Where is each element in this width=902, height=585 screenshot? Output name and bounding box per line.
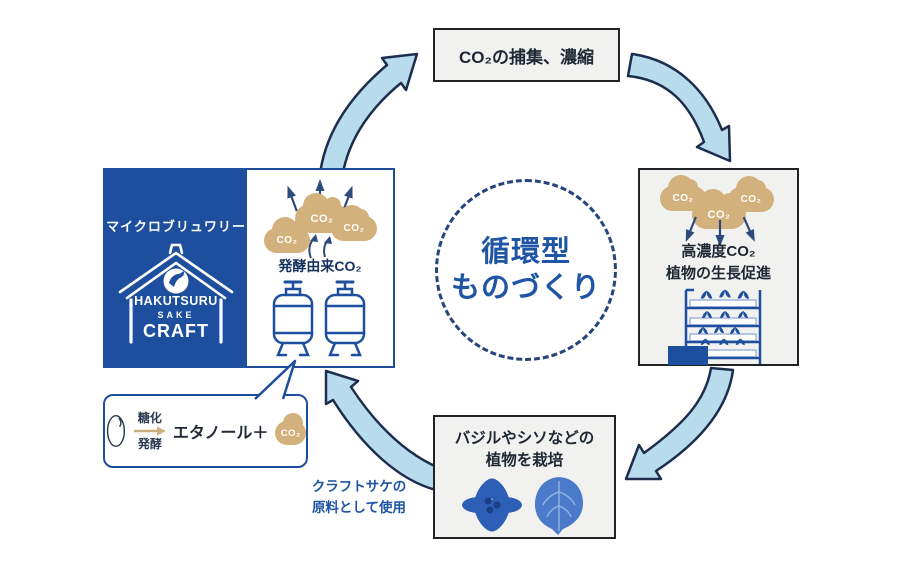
- cultivation-box: バジルやシソなどの 植物を栽培: [433, 415, 616, 539]
- roof-logo-icon: [118, 243, 234, 344]
- brewery-label: マイクロブリュワリー: [106, 219, 246, 234]
- cultivation-text: バジルやシソなどの 植物を栽培: [435, 428, 614, 473]
- co2-cloud-label: CO₂: [310, 212, 334, 225]
- co2-cloud: CO₂: [295, 193, 349, 233]
- ethanol-label: エタノール＋: [172, 425, 269, 442]
- co2-cloud: CO₂: [264, 217, 310, 253]
- cultivation-line2: 植物を栽培: [485, 452, 564, 470]
- co2-unit: [668, 346, 708, 365]
- cycle-arrow-left-to-top: [317, 52, 419, 188]
- caption-line1: クラフトサケの: [311, 479, 407, 494]
- co2-cloud-label: CO₂: [280, 427, 301, 439]
- cycle-arrow-top-to-right: [626, 52, 732, 163]
- saccharification-label: 糖化: [137, 411, 162, 425]
- rice-grain-icon: [106, 414, 126, 448]
- down-arrow-icon: [742, 216, 755, 242]
- right-arrow-icon: [133, 426, 166, 436]
- cycle-title-line2: ものづくり: [450, 272, 601, 304]
- cycle-arrow-bottom-to-left: [324, 369, 441, 492]
- plant-growth-line2: 植物の生長促進: [665, 264, 771, 282]
- up-arrow-icon: [287, 185, 298, 212]
- cycle-title-circle: 循環型 ものづくり: [435, 179, 617, 361]
- co2-cloud: CO₂: [728, 176, 774, 212]
- co2-capture-box: CO₂の捕集、濃縮: [433, 28, 620, 82]
- fermentation-process-bubble: 糖化 発酵 エタノール＋ CO₂: [103, 394, 308, 468]
- brewery-box: マイクロブリュワリー HAKUTSURU SAKE CRAFT: [103, 168, 395, 368]
- down-arrow-icon: [685, 216, 697, 242]
- co2-cloud: CO₂: [331, 205, 377, 241]
- fermentation-panel: CO₂ CO₂ CO₂ 発酵由来CO₂: [247, 170, 393, 366]
- fermentation-label: 発酵: [137, 437, 162, 451]
- bubble-tail: [254, 359, 297, 400]
- cycle-title-line1: 循環型: [480, 235, 571, 268]
- hakutsuru-sake-craft-logo: HAKUTSURU SAKE CRAFT: [116, 242, 236, 352]
- brewery-blue-panel: マイクロブリュワリー HAKUTSURU SAKE CRAFT: [105, 170, 247, 366]
- plant-growth-box: CO₂ CO₂ CO₂ 高濃度CO₂ 植物の生長促進: [638, 168, 799, 366]
- process-steps: 糖化 発酵: [133, 411, 166, 451]
- cycle-arrow-right-to-bottom: [624, 366, 735, 481]
- basil-shiso-leaves-illustration: [462, 477, 583, 535]
- plant-growth-line1: 高濃度CO₂: [681, 243, 756, 260]
- down-arrow-icon: [715, 220, 725, 247]
- co2-cloud-label: CO₂: [276, 235, 298, 246]
- basil-plant-icon: [462, 478, 522, 532]
- logo-line2: SAKE: [157, 310, 195, 320]
- caption-line2: 原料として使用: [311, 499, 407, 515]
- cultivation-line1: バジルやシソなどの: [454, 430, 595, 447]
- shiso-leaf-icon: [535, 477, 583, 535]
- logo-line3: CRAFT: [143, 321, 209, 341]
- tank-icon: [272, 280, 314, 357]
- fermentation-tanks-illustration: [272, 280, 366, 357]
- steam-arrows-icon: [308, 234, 332, 258]
- co2-cloud: CO₂: [275, 413, 306, 445]
- logo-line1: HAKUTSURU: [134, 294, 218, 308]
- co2-cloud-label: CO₂: [740, 194, 762, 205]
- grow-rack-illustration: [668, 288, 762, 365]
- co2-capture-label: CO₂の捕集、濃縮: [458, 47, 595, 67]
- tank-icon: [324, 280, 366, 357]
- co2-cloud-label: CO₂: [343, 223, 365, 234]
- plant-growth-text: 高濃度CO₂ 植物の生長促進: [640, 241, 797, 285]
- craft-sake-caption: クラフトサケの 原料として使用: [288, 477, 430, 519]
- fermentation-co2-label: 発酵由来CO₂: [278, 258, 362, 274]
- co2-cloud-label: CO₂: [707, 208, 731, 221]
- co2-cloud-label: CO₂: [672, 193, 694, 204]
